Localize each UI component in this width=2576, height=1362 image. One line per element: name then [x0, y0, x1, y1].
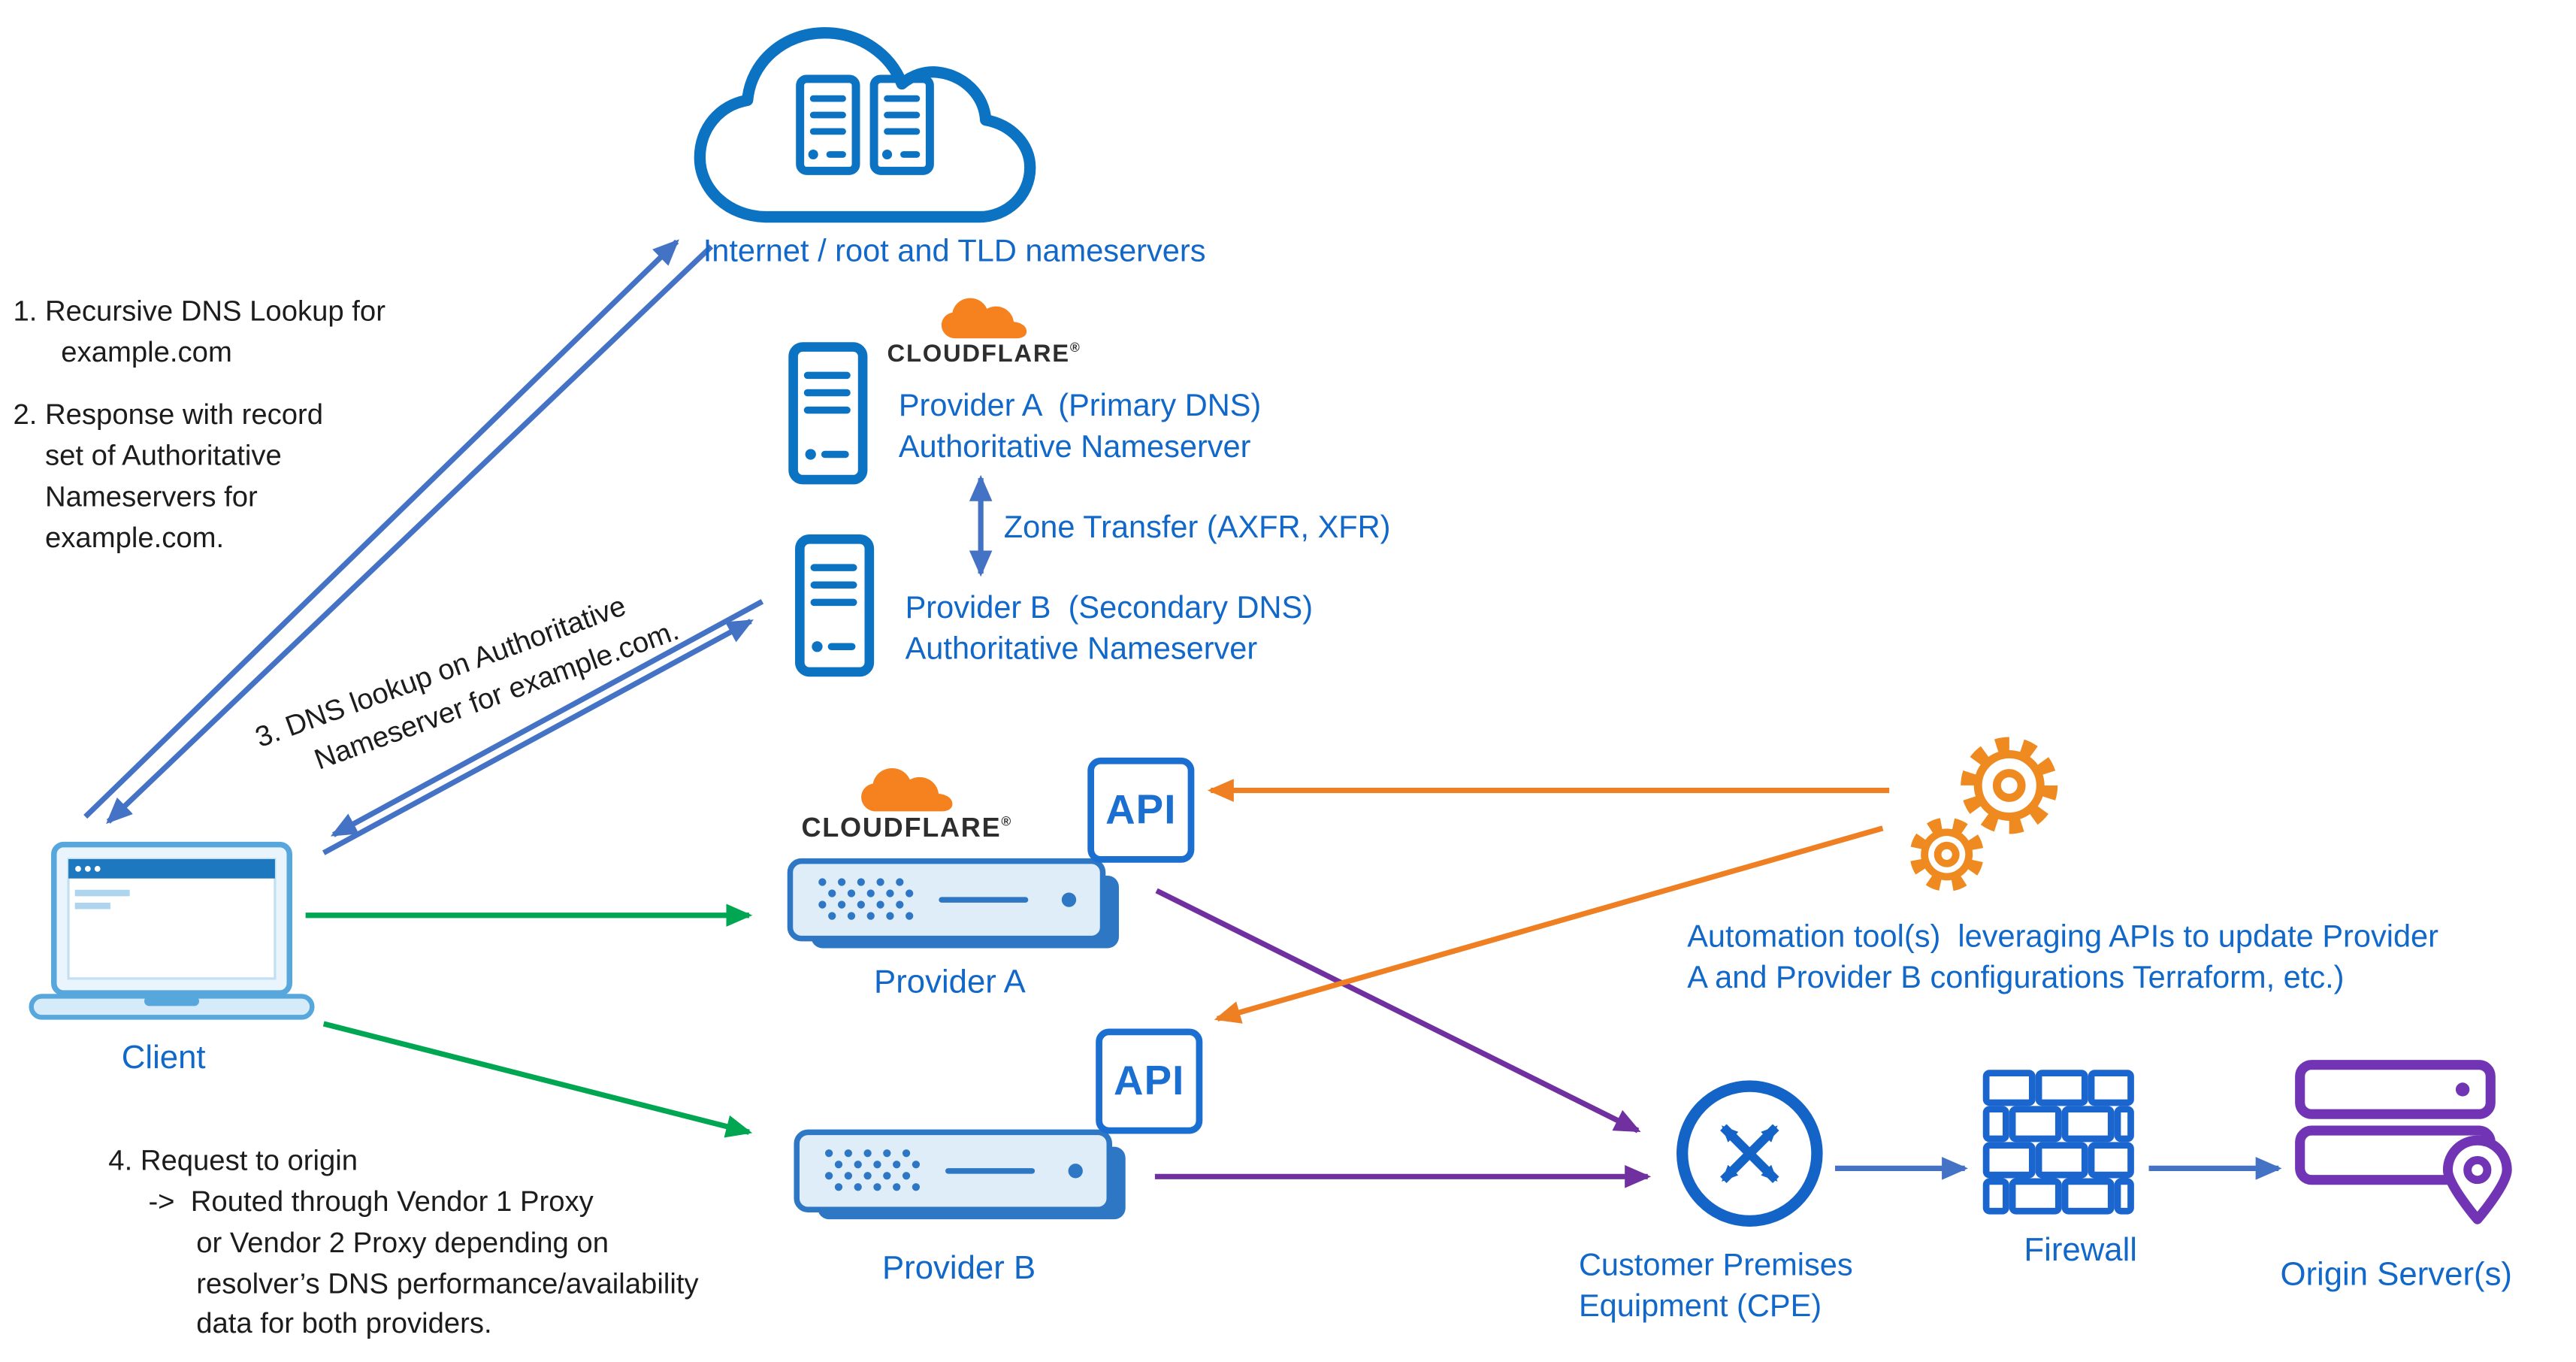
- registered-mark: ®: [1069, 340, 1081, 356]
- provider-b-label: Provider B: [881, 1250, 1036, 1287]
- arrow-auth-response: [330, 598, 764, 837]
- provider-a-nameserver-label: Provider A (Primary DNS) Authoritative N…: [898, 389, 1262, 466]
- origin-label: Origin Server(s): [2280, 1257, 2513, 1294]
- cpe-router-icon: [1677, 1080, 1823, 1227]
- registered-mark: ®: [1001, 814, 1013, 829]
- provider-b-appliance-icon: [794, 1129, 1132, 1226]
- automation-label: Automation tool(s) leveraging APIs to up…: [1687, 920, 2439, 997]
- note-step2: 2. Response with record set of Authorita…: [13, 398, 324, 553]
- api-label: API: [1114, 1057, 1185, 1104]
- arrow-client-to-provider-b: [322, 1021, 753, 1138]
- client-laptop-icon: [29, 841, 315, 1020]
- provider-b-nameserver-icon: [794, 532, 875, 679]
- arrow-auth-lookup: [322, 619, 754, 855]
- zone-transfer-label: Zone Transfer (AXFR, XFR): [1003, 510, 1391, 546]
- client-label: Client: [121, 1040, 206, 1076]
- cloudflare-wordmark: CLOUDFLARE: [887, 340, 1070, 368]
- arrow-provider-a-to-cpe: [1155, 888, 1641, 1133]
- firewall-icon: [1982, 1070, 2134, 1215]
- note-step4: 4. Request to origin -> Routed through V…: [108, 1143, 699, 1340]
- origin-servers-icon: [2295, 1060, 2512, 1224]
- cpe-label: Customer Premises Equipment (CPE): [1578, 1248, 1853, 1325]
- api-box-provider-b: API: [1096, 1028, 1203, 1134]
- provider-a-appliance-icon: [787, 858, 1125, 955]
- automation-gears-icon: [1909, 737, 2058, 892]
- internet-cloud-icon: [694, 27, 1036, 223]
- arrow-automation-to-api-b: [1214, 825, 1884, 1024]
- provider-b-nameserver-label: Provider B (Secondary DNS) Authoritative…: [905, 592, 1314, 668]
- internet-label: Internet / root and TLD nameservers: [703, 235, 1206, 270]
- cloudflare-logo: CLOUDFLARE®: [798, 766, 1015, 843]
- arrow-recursive-response: [106, 244, 714, 825]
- cloudflare-logo: CLOUDFLARE®: [882, 296, 1086, 368]
- cloudflare-wordmark: CLOUDFLARE: [801, 813, 1002, 843]
- cloudflare-cloud-icon: [857, 766, 956, 816]
- arrow-recursive-lookup: [83, 239, 679, 819]
- provider-a-label: Provider A: [874, 964, 1026, 1001]
- api-label: API: [1105, 786, 1177, 833]
- note-step1: 1. Recursive DNS Lookup for example.com: [13, 294, 385, 368]
- firewall-label: Firewall: [2024, 1232, 2138, 1269]
- provider-a-nameserver-icon: [787, 340, 869, 487]
- cloudflare-cloud-icon: [938, 296, 1029, 342]
- location-pin-icon: [2442, 1135, 2512, 1224]
- api-box-provider-a: API: [1087, 757, 1195, 863]
